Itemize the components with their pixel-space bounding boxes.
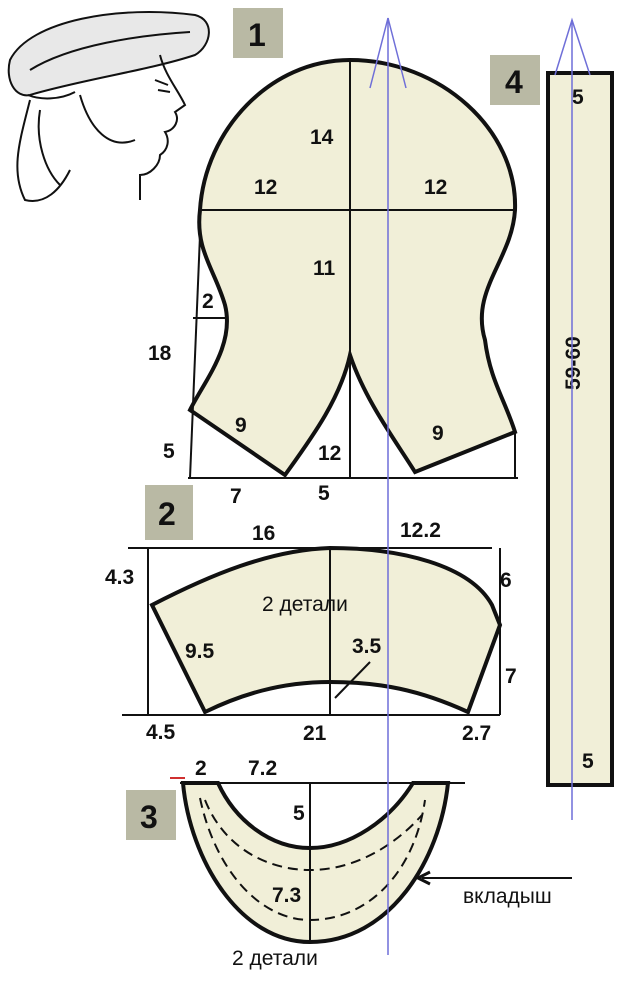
side-piece-outline: [149, 545, 503, 715]
dim-5-bottom: 5: [318, 482, 330, 505]
dim-2: 2: [202, 290, 214, 313]
piece-1-badge: [233, 8, 283, 58]
side-dim-12-2: 12.2: [400, 519, 441, 542]
piece-1-crown: 1 14 12 12 11 2 18 9 9 5 12 7 5: [148, 8, 518, 508]
piece-2-number: 2: [158, 496, 176, 532]
side-dim-7: 7: [505, 665, 517, 688]
side-note-2-pieces: 2 детали: [262, 593, 348, 616]
piece-3-number: 3: [140, 799, 158, 835]
crown-outline: [187, 57, 518, 478]
side-dim-2-7: 2.7: [462, 722, 491, 745]
dim-11: 11: [313, 257, 336, 280]
band-dim-5-bottom: 5: [582, 750, 594, 773]
dim-18: 18: [148, 342, 172, 365]
side-dim-3-5: 3.5: [352, 635, 382, 658]
side-dim-9-5: 9.5: [185, 640, 215, 663]
grainline-main: [369, 17, 407, 955]
dim-9-left: 9: [235, 414, 247, 437]
dim-5-side: 5: [163, 440, 175, 463]
piece-2-side: 2 16 12.2 4.3 6 2 детали 9.5 3.5 7 4.5 2…: [105, 485, 517, 745]
band-length: 59-60: [562, 336, 585, 390]
dim-9-right: 9: [432, 422, 444, 445]
piece-2-badge: [145, 485, 193, 540]
visor-dim-7-3: 7.3: [272, 884, 301, 907]
side-dim-4-5: 4.5: [146, 721, 176, 744]
band-strip: [546, 71, 614, 787]
dim-7: 7: [230, 485, 242, 508]
piece-4-band: 4 5 59-60 5: [490, 55, 614, 787]
dim-12-right: 12: [424, 176, 447, 199]
dim-12-left: 12: [254, 176, 277, 199]
piece-3-visor: 3 2 7.2 5 7.3 2 детали вкладыш: [126, 757, 572, 970]
grainline-band: [554, 17, 591, 820]
piece-4-number: 4: [505, 64, 523, 100]
visor-outline: [180, 781, 451, 945]
dim-14: 14: [310, 126, 334, 149]
side-dim-16: 16: [252, 522, 275, 545]
piece-1-number: 1: [248, 17, 266, 53]
insert-label: вкладыш: [463, 885, 552, 908]
band-dim-5-top: 5: [572, 86, 584, 109]
visor-dim-5: 5: [293, 802, 305, 825]
woman-head-illustration: [7, 11, 210, 202]
side-dim-21: 21: [303, 722, 327, 745]
dim-12-dart: 12: [318, 442, 341, 465]
visor-note-2-pieces: 2 детали: [232, 947, 318, 970]
visor-dim-2: 2: [195, 757, 207, 780]
piece-3-badge: [126, 790, 176, 840]
visor-dim-7-2: 7.2: [248, 757, 277, 780]
piece-4-badge: [490, 55, 540, 105]
side-dim-4-3: 4.3: [105, 566, 134, 589]
side-dim-6: 6: [500, 569, 512, 592]
